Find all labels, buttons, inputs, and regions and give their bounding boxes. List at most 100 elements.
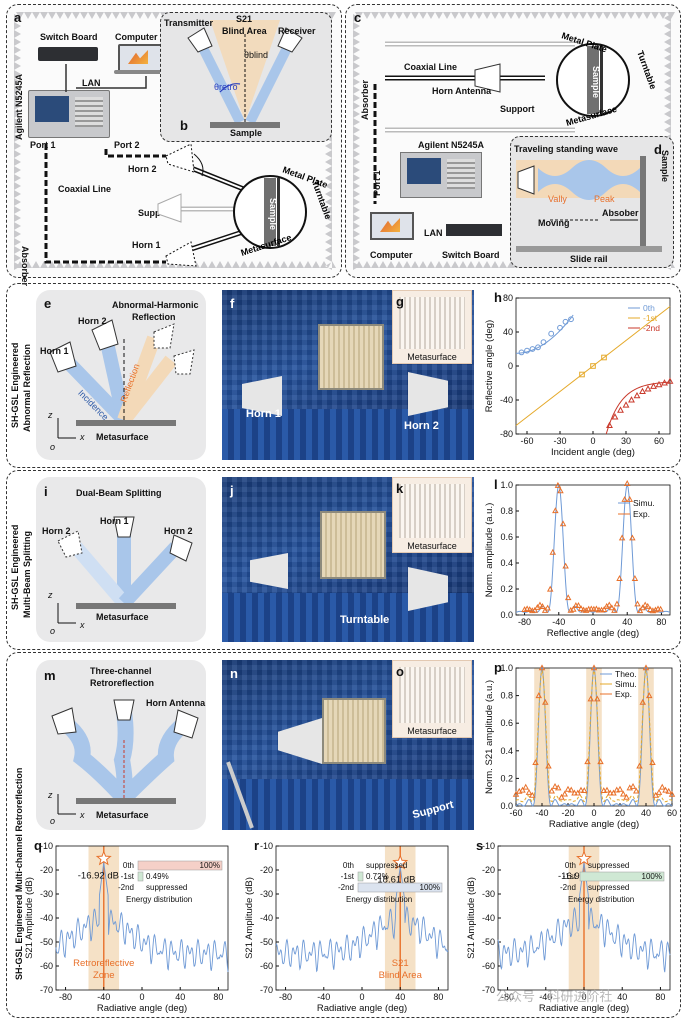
k-caption: Metasurface — [407, 541, 457, 551]
e-z: z — [48, 410, 53, 420]
port2-label: Port 2 — [114, 140, 140, 150]
i-horn1: Horn 1 — [100, 516, 129, 526]
legend-label: Exp. — [615, 689, 632, 699]
panel-o-inset: Metasurface — [392, 660, 472, 738]
point-exp — [551, 782, 559, 789]
y-tick-label: 40 — [503, 327, 513, 337]
peak-value-label: -16.98 dB — [558, 871, 599, 882]
e-title-1: Abnormal-Harmonic — [112, 300, 199, 310]
y-tick-label: 0.4 — [500, 558, 513, 568]
point-exp — [561, 790, 568, 797]
point-2nd — [666, 377, 674, 384]
sample-label-b: Sample — [230, 128, 263, 138]
panel-f-letter: f — [230, 296, 235, 311]
energy-order-label: -1st — [121, 872, 135, 881]
switch-board-icon — [38, 47, 98, 61]
series-0th-line — [515, 314, 574, 354]
y-tick-label: 1.0 — [500, 663, 513, 673]
point-exp — [603, 786, 611, 793]
point-exp — [618, 534, 626, 541]
point-exp — [558, 793, 565, 800]
point-exp — [620, 790, 627, 797]
y-tick-label: -70 — [482, 985, 495, 995]
f-horn1: Horn 1 — [246, 408, 281, 420]
port1-label: Port 1 — [30, 140, 56, 150]
coaxial-label-c: Coaxial Line — [404, 62, 458, 72]
row3-side-label-2: Multi-Beam Splitting — [22, 531, 32, 618]
moving-label: Moving — [538, 218, 570, 228]
y-tick-label: 0.6 — [500, 718, 513, 728]
row2-side-label-2: Abnormal Reflection — [22, 343, 32, 432]
point-exp — [577, 786, 585, 793]
point-exp — [633, 787, 640, 794]
point-exp — [662, 786, 669, 793]
horn1-label: Horn 1 — [132, 240, 161, 250]
point-0th — [548, 330, 555, 337]
y-axis-label: Reflective angle (deg) — [484, 320, 495, 412]
point-exp — [593, 605, 600, 612]
point-0th — [518, 349, 525, 356]
x-tick-label: -40 — [97, 992, 110, 1002]
m-horn: Horn Antenna — [146, 698, 206, 708]
peak-label: Peak — [594, 194, 615, 204]
x-axis-label: Radiative angle (deg) — [539, 1003, 629, 1014]
peak-star-icon — [576, 850, 592, 866]
row3-side-label-1: SH-GSL Engineered — [10, 524, 20, 610]
e-horn2: Horn 2 — [78, 316, 107, 326]
point-exp — [600, 787, 607, 794]
x-tick-label: 0 — [359, 992, 364, 1002]
point-exp — [570, 605, 577, 612]
point-exp — [581, 787, 588, 794]
point-exp — [616, 575, 623, 581]
panel-g-letter: g — [396, 294, 404, 309]
f-horn2: Horn 2 — [404, 420, 439, 432]
e-x: x — [80, 432, 85, 442]
point-exp — [564, 785, 572, 792]
point-exp — [629, 534, 636, 541]
x-axis-label: Radiative angle (deg) — [97, 1003, 187, 1014]
y-tick-label: -30 — [40, 889, 53, 899]
point-exp — [532, 759, 539, 766]
point-exp — [531, 606, 539, 613]
point-2nd — [661, 379, 668, 386]
switch-board-icon-c — [446, 224, 502, 236]
peak-star-icon — [392, 854, 409, 870]
point-exp — [642, 664, 650, 671]
series-s21 — [55, 862, 229, 973]
x-tick-label: 80 — [213, 992, 223, 1002]
point-2nd — [611, 413, 619, 420]
point-exp — [665, 787, 672, 794]
i-title: Dual-Beam Splitting — [76, 488, 162, 498]
energy-value: 100% — [642, 872, 662, 881]
m-x: x — [80, 810, 85, 820]
y-tick-label: -60 — [260, 961, 273, 971]
energy-value: suppressed — [588, 883, 629, 892]
point-exp — [644, 602, 651, 609]
point-exp — [571, 789, 578, 796]
absorber-label-c: Absorber — [360, 79, 370, 120]
x-axis-label: Radiative angle (deg) — [549, 819, 639, 830]
energy-value: suppressed — [588, 861, 629, 870]
energy-bar — [357, 882, 443, 893]
point-exp — [606, 601, 613, 608]
i-x: x — [80, 620, 85, 630]
svg-text:Sample: Sample — [268, 198, 278, 230]
y-tick-label: 1.0 — [500, 480, 513, 490]
point-0th — [524, 347, 530, 354]
point-exp — [600, 606, 608, 613]
y-tick-label: -80 — [500, 429, 513, 439]
x-tick-label: 40 — [622, 617, 632, 627]
x-tick-label: 40 — [175, 992, 185, 1002]
point-exp — [548, 787, 555, 794]
panel-c-letter: c — [354, 10, 362, 25]
y-tick-label: -10 — [260, 841, 273, 851]
x-tick-label: -80 — [59, 992, 72, 1002]
zone-label-1: S21 — [392, 958, 409, 969]
row3-frame — [6, 470, 681, 650]
i-horn2b: Horn 2 — [164, 526, 193, 536]
energy-order-label: 0th — [343, 861, 354, 870]
x-tick-label: 0 — [590, 436, 595, 446]
panel-k-letter: k — [396, 481, 404, 496]
point-exp — [639, 604, 646, 611]
energy-bar — [137, 860, 223, 871]
